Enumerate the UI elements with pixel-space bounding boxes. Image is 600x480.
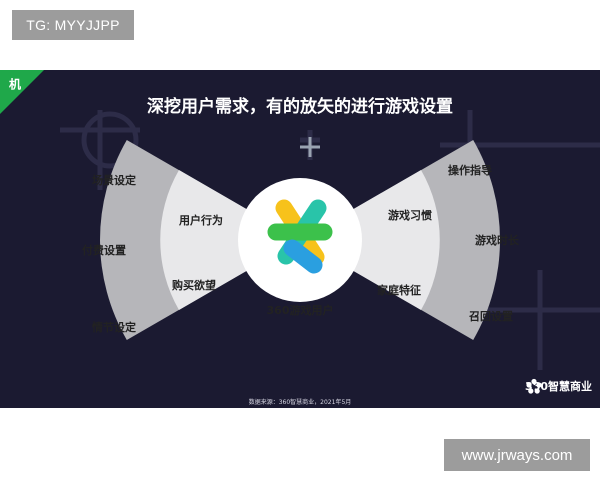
label-operation-guide: 操作指导: [448, 164, 492, 177]
label-user-behavior: 用户行为: [179, 214, 223, 227]
brand-text: 360智慧商业: [525, 380, 592, 393]
label-game-duration: 游戏时长: [475, 234, 519, 247]
watermark: www.jrways.com: [444, 439, 590, 471]
brand: 360智慧商业: [525, 378, 592, 394]
game-logo-icon: [267, 199, 333, 274]
label-scene-setting: 场景设定: [92, 174, 136, 187]
slide: 机 深挖用户需求，有的放矢的进行游戏设置 场景设定 付费设置 情节设定 用户行为…: [0, 70, 600, 408]
label-game-habit: 游戏习惯: [388, 209, 432, 222]
corner-badge-shape: [0, 70, 44, 114]
label-recall-setting: 召回设置: [469, 310, 513, 323]
label-plot-setting: 情节设定: [92, 321, 136, 334]
flower-logo-icon: [526, 378, 542, 394]
top-tag: TG: MYYJJPP: [12, 10, 134, 40]
slide-title: 深挖用户需求，有的放矢的进行游戏设置: [147, 97, 453, 117]
label-family-feature: 家庭特征: [377, 284, 421, 297]
source-note: 数据来源：360智慧商业，2021年5月: [248, 399, 352, 406]
corner-badge-text: 机: [8, 77, 22, 92]
plus-icon: [300, 137, 320, 157]
left-inner-band: [160, 170, 300, 310]
diagram-graphic: [60, 110, 600, 370]
label-purchase-desire: 购买欲望: [172, 279, 216, 292]
label-payment-setting: 付费设置: [82, 244, 126, 257]
right-inner-band: [300, 170, 440, 310]
center-label: 360游戏用户: [266, 304, 334, 317]
